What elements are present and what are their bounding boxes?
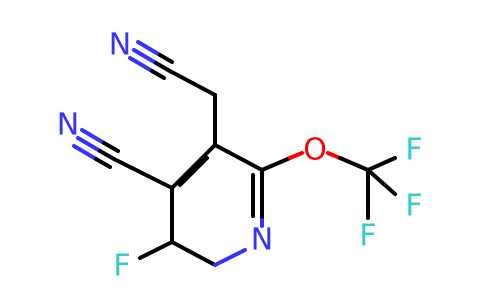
pyridine-ring xyxy=(170,143,264,267)
atom-f-left: F xyxy=(113,249,130,284)
atom-f2: F xyxy=(405,189,422,224)
cyanomethyl-group xyxy=(128,40,217,147)
atom-f1: F xyxy=(405,133,422,168)
cyano-group xyxy=(72,128,174,190)
atom-n-top: N xyxy=(109,28,131,63)
c-f-bond xyxy=(138,240,174,260)
atom-o: O xyxy=(303,133,327,168)
atom-n-left: N xyxy=(57,108,79,143)
atom-n-ring: N xyxy=(251,223,273,258)
atom-f3: F xyxy=(359,219,376,254)
trifluoromethoxy-group xyxy=(260,151,397,220)
